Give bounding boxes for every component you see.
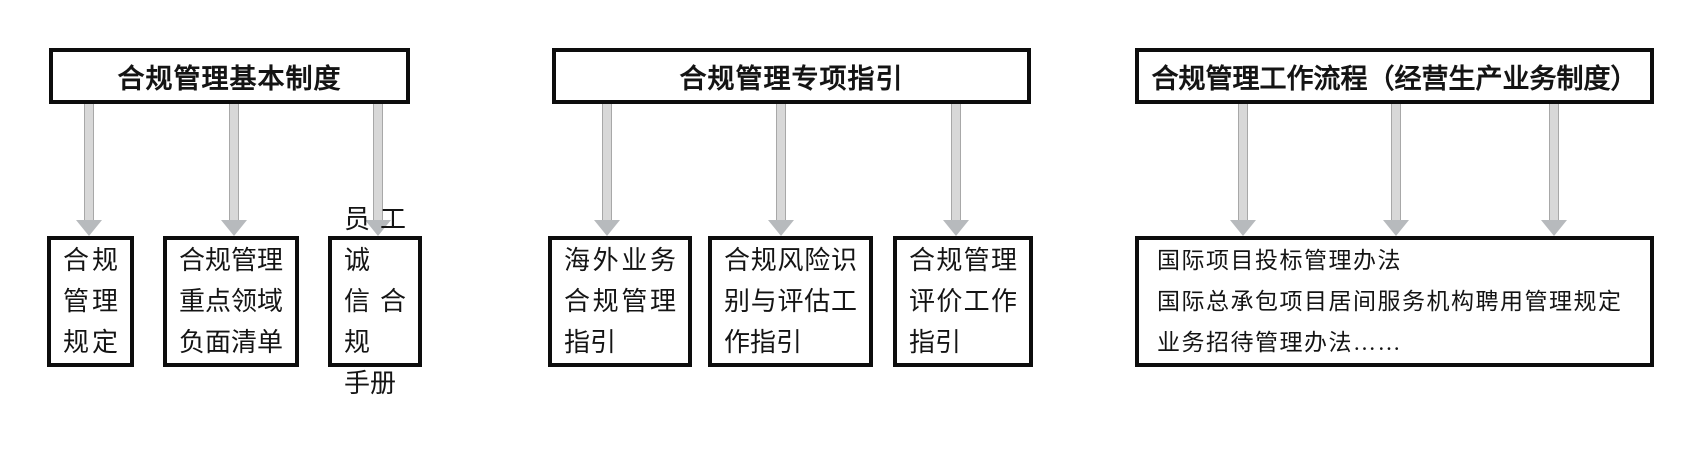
arrow-shaft (951, 104, 961, 221)
box-line: 指引 (909, 328, 962, 357)
box-line: 评价工作 (909, 287, 1017, 316)
arrow-shaft (373, 104, 383, 221)
down-arrow-icon (1230, 104, 1256, 236)
box-line: 作指引 (724, 328, 803, 357)
box-line: 国际项目投标管理办法 (1157, 248, 1402, 273)
header-compliance-workflow: 合规管理工作流程（经营生产业务制度） (1135, 48, 1654, 104)
header-compliance-special-guidelines: 合规管理专项指引 (552, 48, 1031, 104)
arrow-shaft (229, 104, 239, 221)
box-risk-identification-guideline: 合规风险识 别与评估工 作指引 (708, 236, 873, 367)
box-overseas-business-guideline: 海外业务 合规管理 指引 (548, 236, 692, 367)
box-line: 海外业务 (564, 246, 676, 275)
arrow-head (768, 220, 794, 236)
box-employee-integrity-handbook: 员工诚 信合规 手册 (328, 205, 422, 398)
arrow-head (1541, 220, 1567, 236)
arrow-head (221, 220, 247, 236)
box-line: 负面清单 (179, 328, 284, 357)
box-line: 管理 (63, 287, 118, 316)
arrow-shaft (602, 104, 612, 221)
arrow-head (594, 220, 620, 236)
arrow-shaft (1549, 104, 1559, 221)
box-line: 合规 (63, 246, 118, 275)
arrow-shaft (84, 104, 94, 221)
box-line: 指引 (564, 328, 617, 357)
box-line: 合规管理 (179, 246, 284, 275)
box-compliance-regulations: 合规 管理 规定 (47, 236, 134, 367)
down-arrow-icon (943, 104, 969, 236)
box-line: 别与评估工 (724, 287, 857, 316)
box-line: 员工诚 (344, 205, 406, 275)
down-arrow-icon (76, 104, 102, 236)
down-arrow-icon (1541, 104, 1567, 236)
down-arrow-icon (1383, 104, 1409, 236)
down-arrow-icon (768, 104, 794, 236)
box-workflow-documents: 国际项目投标管理办法 国际总承包项目居间服务机构聘用管理规定 业务招待管理办法…… (1135, 236, 1654, 367)
box-line: 手册 (344, 369, 397, 398)
box-evaluation-guideline: 合规管理 评价工作 指引 (893, 236, 1033, 367)
box-line: 信合规 (344, 287, 406, 357)
arrow-head (943, 220, 969, 236)
down-arrow-icon (365, 104, 391, 236)
box-key-areas-negative-list: 合规管理 重点领域 负面清单 (163, 236, 299, 367)
box-line: 合规管理 (564, 287, 676, 316)
arrow-head (1383, 220, 1409, 236)
down-arrow-icon (221, 104, 247, 236)
box-line: 合规风险识 (724, 246, 857, 275)
arrow-head (1230, 220, 1256, 236)
box-line: 国际总承包项目居间服务机构聘用管理规定 (1157, 289, 1623, 314)
arrow-shaft (1238, 104, 1248, 221)
arrow-shaft (1391, 104, 1401, 221)
arrow-shaft (776, 104, 786, 221)
box-line: 重点领域 (179, 287, 284, 316)
arrow-head (76, 220, 102, 236)
box-line: 规定 (63, 328, 118, 357)
down-arrow-icon (594, 104, 620, 236)
box-line: 业务招待管理办法…… (1157, 330, 1402, 355)
header-compliance-basic-system: 合规管理基本制度 (49, 48, 410, 104)
arrow-head (365, 220, 391, 236)
box-line: 合规管理 (909, 246, 1017, 275)
